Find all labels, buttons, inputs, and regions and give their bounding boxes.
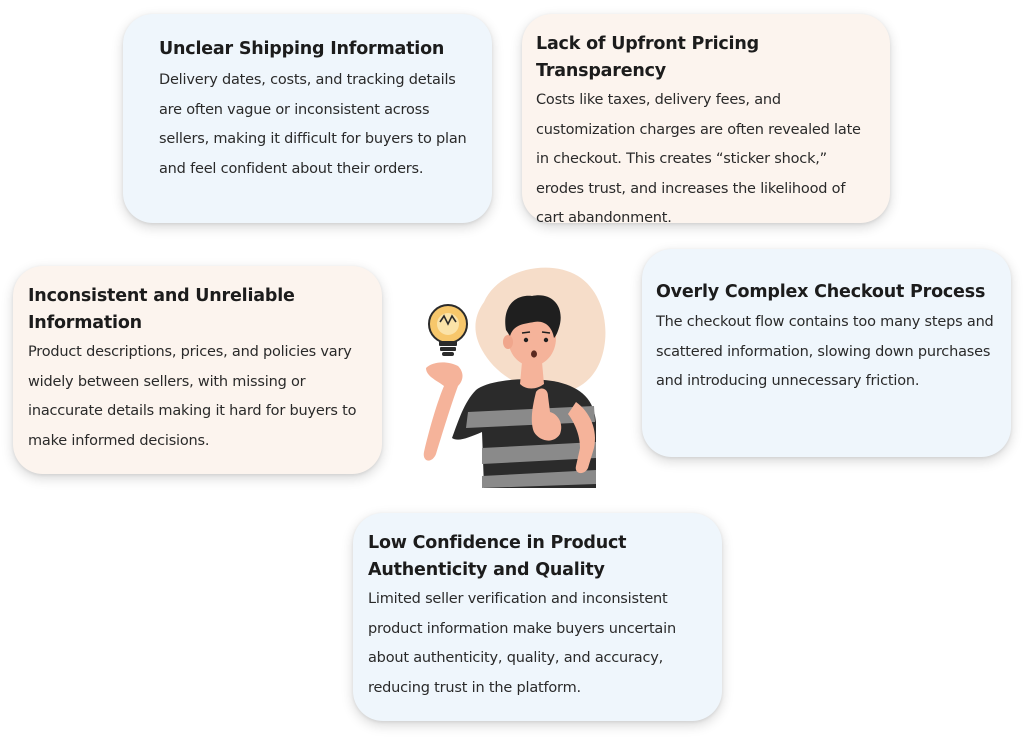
card-product-authenticity: Low Confidence in Product Authenticity a… — [353, 513, 722, 721]
card-title: Unclear Shipping Information — [159, 39, 445, 59]
card-pricing-transparency: Lack of Upfront Pricing Transparency Cos… — [522, 14, 890, 226]
card-title: Inconsistent and Unreliable Information — [28, 286, 295, 333]
lightbulb-icon — [428, 304, 468, 356]
card-title: Lack of Upfront Pricing Transparency — [536, 34, 759, 81]
thinking-person-illustration — [418, 262, 610, 492]
raised-arm — [423, 362, 463, 461]
card-title: Overly Complex Checkout Process — [656, 282, 986, 302]
card-body: Costs like taxes, delivery fees, and cus… — [536, 92, 861, 226]
card-body: The checkout flow contains too many step… — [656, 314, 994, 389]
thinking-person-icon — [423, 267, 606, 488]
card-complex-checkout: Overly Complex Checkout Process The chec… — [642, 249, 1011, 457]
card-title: Low Confidence in Product Authenticity a… — [368, 533, 627, 580]
hair — [505, 295, 561, 338]
card-inconsistent-information: Inconsistent and Unreliable Information … — [13, 266, 382, 474]
card-unclear-shipping: Unclear Shipping Information Delivery da… — [123, 14, 492, 223]
card-body: Product descriptions, prices, and polici… — [28, 344, 357, 449]
card-body: Delivery dates, costs, and tracking deta… — [159, 72, 467, 177]
card-body: Limited seller verification and inconsis… — [368, 591, 676, 696]
hand-on-chest — [531, 388, 562, 441]
striped-shirt — [452, 379, 596, 488]
